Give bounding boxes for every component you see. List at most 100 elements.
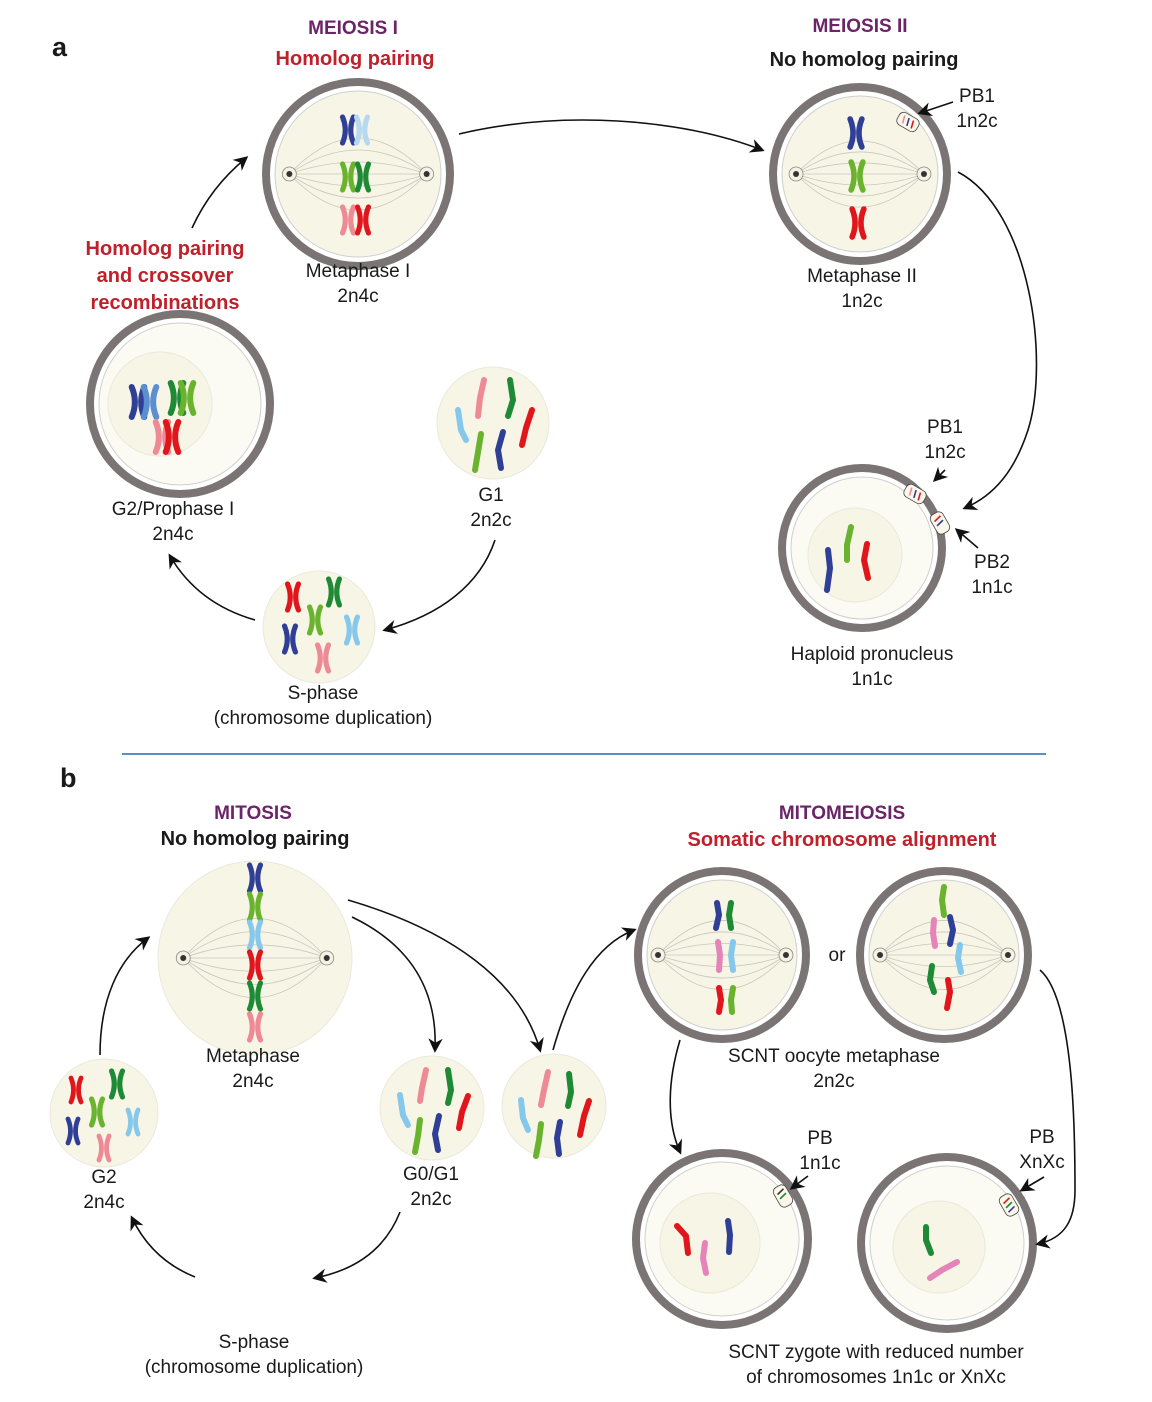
- chromosome: [577, 1098, 592, 1138]
- spindle-fiber: [795, 151, 925, 175]
- s-phase-label-a: S-phase (chromosome duplication): [214, 681, 433, 731]
- chromosome: [495, 429, 506, 471]
- chromosome: [314, 642, 332, 674]
- spindle-fiber: [657, 954, 787, 979]
- polar-body: [998, 1193, 1020, 1217]
- spindle-fiber: [182, 918, 328, 959]
- chromosome: [947, 914, 956, 947]
- chromosome: [844, 524, 854, 563]
- arrow-pb1-top-pointer: [917, 101, 954, 117]
- chromosome: [554, 1119, 563, 1157]
- chromosome: [939, 884, 947, 918]
- polar-body-chromosome: [1002, 1197, 1011, 1205]
- stage-ploidy: 2n2c: [813, 1071, 855, 1092]
- polar-body-chromosome: [776, 1188, 785, 1196]
- arrow-pb-left-pointer: [789, 1175, 809, 1190]
- pb-right-label: PB XnXc: [1019, 1125, 1064, 1175]
- stage-name: Metaphase: [205, 1046, 301, 1067]
- polar-body: [772, 1184, 794, 1208]
- cell-scnt-zygote-left: [632, 1149, 812, 1329]
- cell-haploid-pronucleus: [778, 464, 951, 632]
- g2-label: G2 2n4c: [83, 1165, 124, 1215]
- chromosome: [246, 980, 264, 1012]
- stage-ploidy: 2n2c: [470, 510, 512, 531]
- arrow-sphase-to-g2: [168, 553, 256, 621]
- stage-name: G2/Prophase I: [111, 499, 235, 520]
- s-phase-label-b: S-phase (chromosome duplication): [145, 1330, 364, 1380]
- chromosome: [518, 1097, 531, 1133]
- centriole: [782, 952, 789, 958]
- chromosome: [246, 862, 264, 894]
- polar-body-chromosome: [901, 115, 906, 124]
- pb1-bottom-label: PB1 1n2c: [924, 415, 965, 465]
- cell-body: [436, 366, 550, 480]
- arrow-metaphase2-to-haploid: [957, 171, 1038, 511]
- polar-body-chromosome: [936, 519, 944, 527]
- polar-body-chromosome: [913, 489, 917, 499]
- centriole: [793, 171, 800, 177]
- scnt-zygote-label: SCNT zygote with reduced number of chrom…: [728, 1340, 1023, 1390]
- chromosome: [848, 159, 866, 193]
- arrow-pb-right-pointer: [1019, 1176, 1045, 1192]
- cell-metaphase1: [262, 78, 454, 270]
- polar-body: [896, 111, 920, 133]
- chromosome: [519, 407, 535, 448]
- chromosome: [674, 1223, 691, 1256]
- pb-ploidy: 1n2c: [924, 442, 966, 463]
- spindle-fiber: [183, 957, 327, 972]
- stage-ploidy: 2n4c: [83, 1192, 125, 1213]
- spindle-fiber: [183, 957, 327, 985]
- chromosome: [397, 1092, 411, 1128]
- pb-left-label: PB 1n1c: [799, 1126, 840, 1176]
- polar-body-chromosome: [1007, 1205, 1016, 1213]
- arrow-g0g1-to-sphase: [312, 1211, 401, 1283]
- chromosome: [412, 1117, 423, 1155]
- chromosome: [455, 407, 469, 443]
- polar-body-chromosome: [910, 120, 915, 129]
- chromosome: [96, 1133, 112, 1163]
- spindle-fiber: [183, 931, 327, 959]
- mitosis-subtitle: No homolog pairing: [160, 828, 350, 850]
- prophase-note-line: Homolog pairing: [85, 238, 245, 260]
- spindle-fiber: [657, 943, 787, 956]
- stage-ploidy: 2n4c: [232, 1071, 274, 1092]
- spindle-fiber: [795, 173, 925, 197]
- pb-ploidy: XnXc: [1019, 1152, 1065, 1173]
- panel-label-b: b: [60, 763, 77, 793]
- stage-name: Haploid pronucleus: [790, 644, 954, 665]
- chromosome: [177, 380, 197, 416]
- cell-scnt-metaphase-right: [856, 867, 1032, 1043]
- cell-s-phase-a: [262, 570, 376, 684]
- zygote-caption-line: SCNT zygote with reduced number: [728, 1342, 1024, 1363]
- chromosome: [125, 1107, 141, 1137]
- nucleus: [107, 351, 213, 457]
- spindle-fiber: [879, 954, 1009, 979]
- polar-body-chromosome: [908, 487, 913, 496]
- chromosome: [861, 541, 871, 581]
- arrow-sphase-to-g2: [130, 1215, 196, 1278]
- stage-name: G0/G1: [403, 1164, 459, 1185]
- g2-prophase1-label: G2/Prophase I 2n4c: [112, 497, 235, 547]
- pb-name: PB: [1029, 1127, 1055, 1148]
- chromosome: [927, 1259, 960, 1281]
- stage-name: SCNT oocyte metaphase: [728, 1046, 940, 1067]
- cell-scnt-zygote-right: [857, 1153, 1037, 1333]
- chromosome: [955, 942, 964, 975]
- cell-body: [379, 1055, 485, 1161]
- mitomeiosis-title: MITOMEIOSIS: [778, 803, 906, 824]
- stage-name: Metaphase II: [807, 266, 917, 287]
- chromosome: [565, 1071, 574, 1109]
- pb2-label: PB2 1n1c: [971, 550, 1012, 600]
- spindle-fiber: [879, 920, 1009, 956]
- panel-divider: [122, 753, 1046, 755]
- chromosome: [339, 204, 357, 236]
- chromosome: [849, 206, 867, 240]
- chromosome: [140, 384, 160, 420]
- spindle-fiber: [879, 931, 1009, 956]
- cell-metaphase2: [769, 83, 951, 265]
- cell-g2: [49, 1058, 159, 1168]
- chromosome: [246, 949, 264, 981]
- g0g1-label: G0/G1 2n2c: [403, 1162, 459, 1212]
- pb1-top-label: PB1 1n2c: [956, 84, 997, 134]
- arrow-scnt-right-to-zygote: [1035, 969, 1076, 1249]
